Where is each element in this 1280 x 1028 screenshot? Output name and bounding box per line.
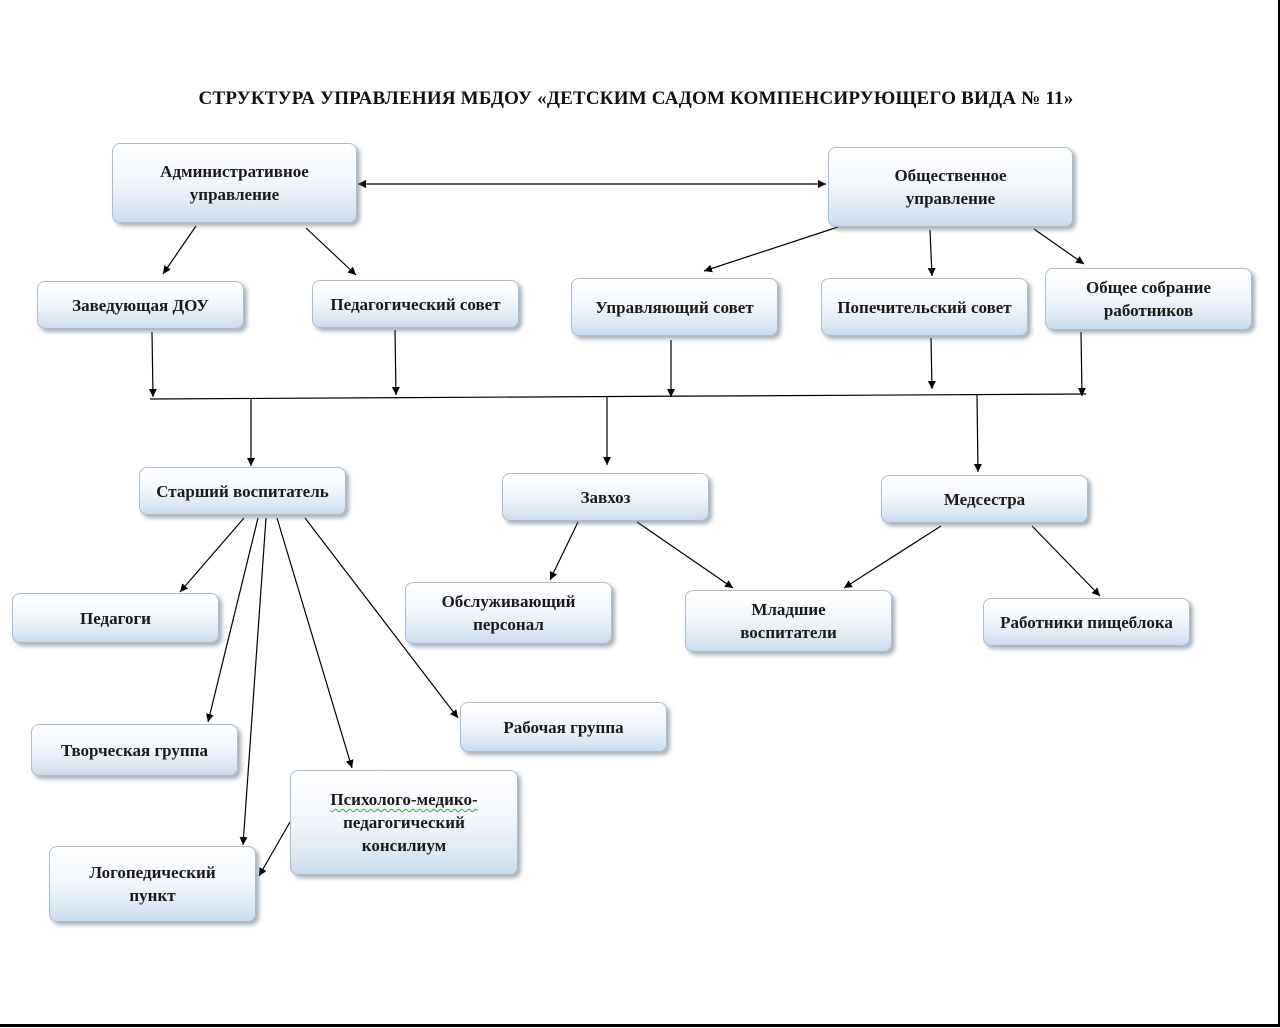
node-admin: Административное управление: [112, 143, 357, 223]
node-junior-teachers: Младшие воспитатели: [685, 590, 892, 652]
arrow-admin-pedcouncil: [305, 227, 357, 276]
arrow-supply-junior: [636, 521, 734, 589]
arrow-pmpk-speech: [258, 821, 291, 877]
node-head: Заведующая ДОУ: [37, 281, 244, 329]
arrow-senior-speech: [239, 517, 267, 846]
node-trustee-council: Попечительский совет: [821, 278, 1028, 336]
pmpk-line-3: консилиум: [361, 836, 447, 855]
arrow-pedcouncil-bus: [391, 329, 400, 396]
node-supply-manager: Завхоз: [502, 473, 709, 521]
arrow-admin-head: [162, 225, 197, 275]
arrow-bus-nurse: [973, 394, 982, 473]
arrow-meeting-bus: [1077, 331, 1086, 397]
pmpk-line-1: Психолого-медико-: [330, 790, 478, 809]
arrow-public-govcouncil: [703, 226, 839, 273]
node-gov-council: Управляющий совет: [571, 278, 778, 336]
node-general-meeting: Общее собрание работников: [1045, 268, 1252, 330]
arrow-nurse-junior: [843, 525, 942, 589]
arrow-senior-working: [304, 517, 459, 719]
diagram-title: СТРУКТУРА УПРАВЛЕНИЯ МБДОУ «ДЕТСКИМ САДО…: [198, 88, 1074, 109]
node-service-staff: Обслуживающий персонал: [405, 582, 612, 644]
node-teachers: Педагоги: [12, 593, 219, 643]
arrow-public-trustee: [927, 229, 936, 277]
arrow-nurse-kitchen: [1031, 525, 1101, 597]
pmpk-line-2: педагогический: [343, 813, 465, 832]
arrow-head-bus: [148, 331, 157, 398]
node-ped-council: Педагогический совет: [312, 280, 519, 328]
arrow-supply-service: [549, 521, 579, 581]
arrow-trustee-bus: [927, 337, 936, 390]
node-creative-group: Творческая группа: [31, 724, 238, 776]
arrow-senior-teachers: [179, 517, 245, 593]
arrow-senior-creative: [206, 517, 259, 723]
node-public: Общественное управление: [828, 147, 1073, 227]
node-kitchen-staff: Работники пищеблока: [983, 598, 1190, 646]
node-pmpk: Психолого-медико- педагогический консили…: [290, 770, 518, 875]
arrow-public-meeting: [1033, 228, 1085, 265]
bus-line: [149, 393, 1087, 400]
node-senior-teacher: Старший воспитатель: [139, 467, 346, 515]
node-speech-point: Логопедический пункт: [49, 846, 256, 922]
node-nurse: Медсестра: [881, 475, 1088, 523]
arrow-senior-pmpk: [276, 517, 354, 769]
node-working-group: Рабочая группа: [460, 702, 667, 752]
